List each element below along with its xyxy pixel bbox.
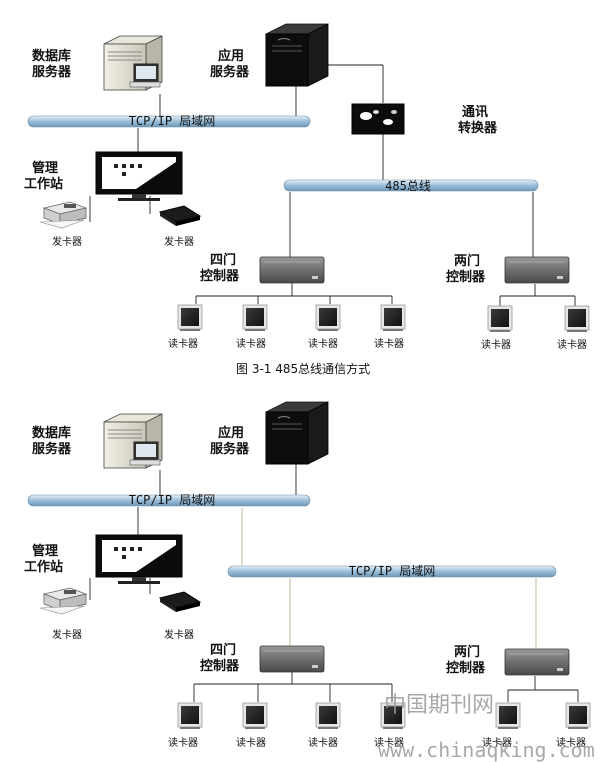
fig1-app-server-icon <box>265 23 329 87</box>
fig1-reader-6-label: 读卡器 <box>557 338 587 351</box>
fig2-lan-bus-mid <box>227 565 557 578</box>
fig2-printer-icon <box>39 587 87 615</box>
fig1-reader-1-icon <box>177 304 203 332</box>
fig2-keypad-icon <box>159 591 201 613</box>
figure-2: TCP/IP 局域网 TCP/IP 局域网 数据库 服务器 应用 服务器 管理 … <box>24 401 591 749</box>
figure-1: TCP/IP 局域网 485总线 数据库 服务器 应用 服务器 通讯 转换器 管… <box>24 23 590 376</box>
fig1-two-door-controller-icon <box>504 256 570 284</box>
fig2-lan-bus-mid-label: TCP/IP 局域网 <box>349 564 436 578</box>
fig2-lan-bus-top <box>27 494 311 507</box>
fig1-reader-2-label: 读卡器 <box>236 337 266 350</box>
fig2-card-issuer-2-label: 发卡器 <box>164 628 194 641</box>
fig1-four-door-controller-icon <box>259 256 325 284</box>
fig1-printer-icon <box>39 201 87 229</box>
fig1-db-server-icon <box>103 35 163 91</box>
watermark-url: www.chinaqking.com <box>378 738 595 762</box>
fig2-app-server-label-1: 应用 <box>218 425 244 441</box>
fig2-db-server-icon <box>103 413 163 469</box>
fig2-reader-2-label: 读卡器 <box>236 736 266 749</box>
fig1-reader-3-icon <box>315 304 341 332</box>
fig2-reader-6-icon <box>565 702 591 730</box>
fig2-reader-5-label: 读卡器 <box>482 736 512 749</box>
fig1-workstation-label-1: 管理 <box>32 160 58 176</box>
fig2-app-server-label-2: 服务器 <box>210 441 250 457</box>
fig2-reader-3-label: 读卡器 <box>308 736 338 749</box>
fig1-converter-label-1: 通讯 <box>462 104 488 120</box>
fig1-caption: 图 3-1 485总线通信方式 <box>236 361 370 376</box>
fig1-two-door-label-2: 控制器 <box>446 269 486 285</box>
fig1-four-door-label-2: 控制器 <box>200 268 240 284</box>
fig2-reader-2-icon <box>242 702 268 730</box>
fig1-reader-5-icon <box>487 305 513 333</box>
fig1-two-door-label-1: 两门 <box>454 253 480 269</box>
fig2-reader-6-label: 读卡器 <box>556 736 586 749</box>
fig2-card-issuer-1-label: 发卡器 <box>52 628 82 641</box>
fig2-four-door-controller-icon <box>259 645 325 673</box>
fig2-lan-bus-top-label: TCP/IP 局域网 <box>129 493 216 507</box>
fig1-db-server-label-2: 服务器 <box>32 64 72 80</box>
fig2-db-server-label-1: 数据库 <box>32 425 71 441</box>
fig2-four-door-label-1: 四门 <box>210 642 236 658</box>
fig1-reader-4-label: 读卡器 <box>374 337 404 350</box>
fig1-converter-icon <box>351 103 405 135</box>
fig1-485-bus-label: 485总线 <box>385 179 431 193</box>
fig1-lan-bus <box>27 115 311 128</box>
fig2-links <box>89 462 579 702</box>
fig2-two-door-controller-icon <box>504 648 570 676</box>
fig1-card-issuer-1-label: 发卡器 <box>52 235 82 248</box>
fig2-workstation-icon <box>95 534 183 585</box>
fig1-reader-3-label: 读卡器 <box>308 337 338 350</box>
fig2-reader-4-label: 读卡器 <box>374 736 404 749</box>
fig2-app-server-icon <box>265 401 329 465</box>
fig1-workstation-label-2: 工作站 <box>24 176 63 192</box>
fig1-db-server-label-1: 数据库 <box>32 48 71 64</box>
fig1-reader-2-icon <box>242 304 268 332</box>
fig2-two-door-label-1: 两门 <box>454 644 480 660</box>
fig1-card-issuer-2-label: 发卡器 <box>164 235 194 248</box>
fig1-lan-bus-label: TCP/IP 局域网 <box>129 114 216 128</box>
fig2-db-server-label-2: 服务器 <box>32 441 72 457</box>
fig1-workstation-icon <box>95 151 183 202</box>
fig1-app-server-label-2: 服务器 <box>210 64 250 80</box>
fig1-reader-4-icon <box>380 304 406 332</box>
fig2-reader-1-label: 读卡器 <box>168 736 198 749</box>
fig2-workstation-label-1: 管理 <box>32 543 58 559</box>
fig2-four-door-label-2: 控制器 <box>200 658 240 674</box>
fig2-reader-1-icon <box>177 702 203 730</box>
fig2-reader-5-icon <box>495 702 521 730</box>
fig1-reader-6-icon <box>564 305 590 333</box>
fig1-converter-label-2: 转换器 <box>458 120 498 136</box>
fig1-reader-5-label: 读卡器 <box>481 338 511 351</box>
watermark-cn: 中国期刊网 <box>384 693 494 718</box>
fig1-keypad-icon <box>159 205 201 227</box>
fig1-485-bus <box>283 179 539 192</box>
fig2-reader-3-icon <box>315 702 341 730</box>
fig1-app-server-label-1: 应用 <box>218 48 244 64</box>
fig1-four-door-label-1: 四门 <box>210 252 236 268</box>
fig1-reader-1-label: 读卡器 <box>168 337 198 350</box>
fig2-workstation-label-2: 工作站 <box>24 559 63 575</box>
fig2-two-door-label-2: 控制器 <box>446 660 486 676</box>
